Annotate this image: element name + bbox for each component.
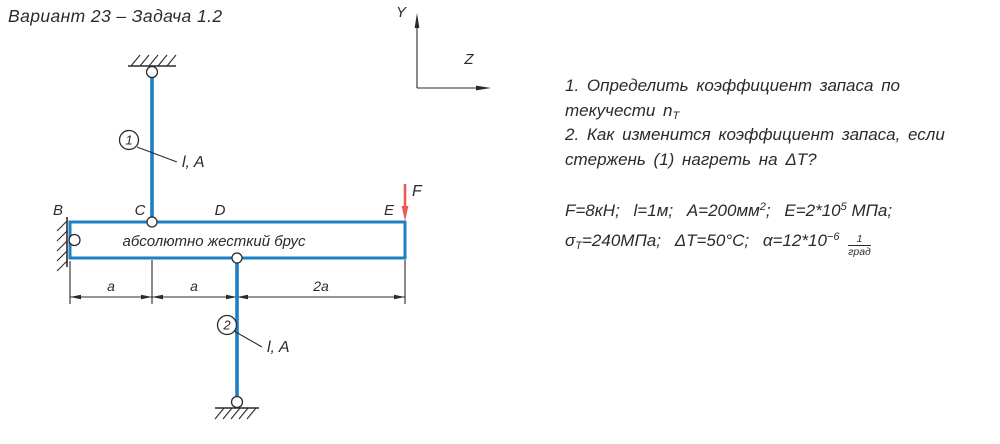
hatch-line [56, 250, 68, 262]
given-line-1: F=8кН; l=1м; A=200мм2; E=2*105 МПа; [565, 196, 1000, 226]
hatch-line [139, 54, 150, 67]
given-length: l=1м; [633, 201, 674, 220]
dim-arrow [141, 294, 152, 300]
rod1-number: 1 [125, 133, 132, 148]
rod1-number-circle [118, 129, 140, 151]
beam-caption: абсолютно жесткий брус [123, 233, 306, 250]
rod2-fixed-support [214, 407, 259, 420]
coordinate-axes: Y Z [396, 4, 491, 91]
task-list: 1. Определить коэффициент запаса по теку… [565, 74, 1000, 172]
hatch-line [246, 407, 257, 420]
task-2-line-1: 2. Как изменится коэффициент запаса, есл… [565, 125, 945, 144]
hatch-line [214, 407, 225, 420]
pin-rod1-top [145, 65, 159, 79]
rod2-number-callout: 2 [216, 314, 263, 348]
leader-line [233, 330, 263, 348]
pin-c [146, 216, 158, 228]
area-superscript: 2 [759, 201, 766, 213]
hatch-line [157, 54, 168, 67]
given-yield-stress: σТ=240МПа; [565, 231, 661, 252]
given-modulus: E=2*105 МПа; [784, 201, 892, 220]
task-1-line-1: 1. Определить коэффициент запаса по [565, 76, 900, 95]
given-data: F=8кН; l=1м; A=200мм2; E=2*105 МПа; σТ=2… [565, 196, 1000, 258]
modulus-unit: МПа; [846, 201, 893, 220]
rod1-fixed-support [128, 54, 177, 67]
dim-arrow [237, 294, 248, 300]
subscript-t: Т [672, 109, 680, 122]
fraction-one-over-grad: 1 град [848, 233, 871, 258]
given-delta-t: ΔT=50°C; [674, 231, 750, 250]
point-b-label: B [53, 202, 63, 219]
point-c-label: C [135, 202, 146, 219]
hatch-line [166, 54, 177, 67]
dim-arrow [70, 294, 81, 300]
hatch-line [56, 220, 68, 232]
modulus-value: E=2*10 [784, 201, 841, 220]
leader-line [136, 146, 178, 163]
pin-b [68, 233, 81, 247]
given-line-2: σТ=240МПа; ΔT=50°C; α=12*10−6 1 град [565, 226, 1000, 258]
rod1-number-callout: 1 [118, 129, 178, 163]
modulus-superscript: 5 [840, 201, 847, 213]
sigma-subscript: Т [575, 240, 582, 252]
pin-rod2-bottom [230, 395, 244, 409]
hatch-line [56, 260, 68, 272]
axis-y-arrowhead [414, 13, 420, 28]
rod2-section-label: l, A [267, 339, 290, 356]
axis-z-arrowhead [476, 85, 491, 91]
page-title: Вариант 23 – Задача 1.2 [8, 6, 223, 26]
hatch-line [230, 407, 241, 420]
task-1-line-2: текучести nТ [565, 99, 1000, 124]
force-arrowhead [401, 206, 409, 221]
task-1-line-2-text: текучести n [565, 100, 673, 120]
dim-arrow [226, 294, 237, 300]
given-alpha: α=12*10−6 [763, 231, 840, 250]
dim-arrow [394, 294, 405, 300]
area-value: A=200мм [686, 201, 760, 220]
structure-diagram: Y Z a a 2a [53, 4, 491, 420]
force-arrow [401, 184, 409, 221]
dim-a1-label: a [107, 278, 115, 294]
point-e-label: E [384, 202, 395, 219]
point-d-label: D [215, 202, 226, 219]
task-2-line-2: стержень (1) нагреть на ΔT? [565, 149, 817, 169]
axis-y-label: Y [396, 4, 407, 21]
sigma-value: =240МПа; [582, 231, 661, 250]
hatch-line [130, 54, 141, 67]
hatch-line [222, 407, 233, 420]
dim-a2-label: a [190, 278, 198, 294]
given-area: A=200мм2; [687, 201, 771, 220]
wall-support-b [56, 217, 68, 272]
sigma-symbol: σ [565, 231, 576, 250]
hatch-line [238, 407, 249, 420]
rod1-section-label: l, A [182, 154, 205, 171]
axis-z-label: Z [463, 51, 474, 68]
hatch-line [56, 230, 68, 242]
force-label: F [412, 183, 423, 200]
hatch-line [148, 54, 159, 67]
dim-2a-label: 2a [312, 278, 329, 294]
fraction-numerator: 1 [848, 233, 871, 246]
dim-arrow [152, 294, 163, 300]
rod2-number: 2 [222, 318, 231, 333]
fraction-denominator: град [848, 246, 871, 258]
pin-d [231, 252, 243, 264]
area-separator: ; [765, 201, 771, 220]
given-force: F=8кН; [565, 201, 620, 220]
rod2-number-circle [216, 314, 238, 336]
hatch-line [56, 240, 68, 252]
alpha-value: α=12*10 [762, 231, 827, 250]
dimension-lines: a a 2a [69, 260, 406, 304]
alpha-superscript: −6 [826, 231, 840, 243]
